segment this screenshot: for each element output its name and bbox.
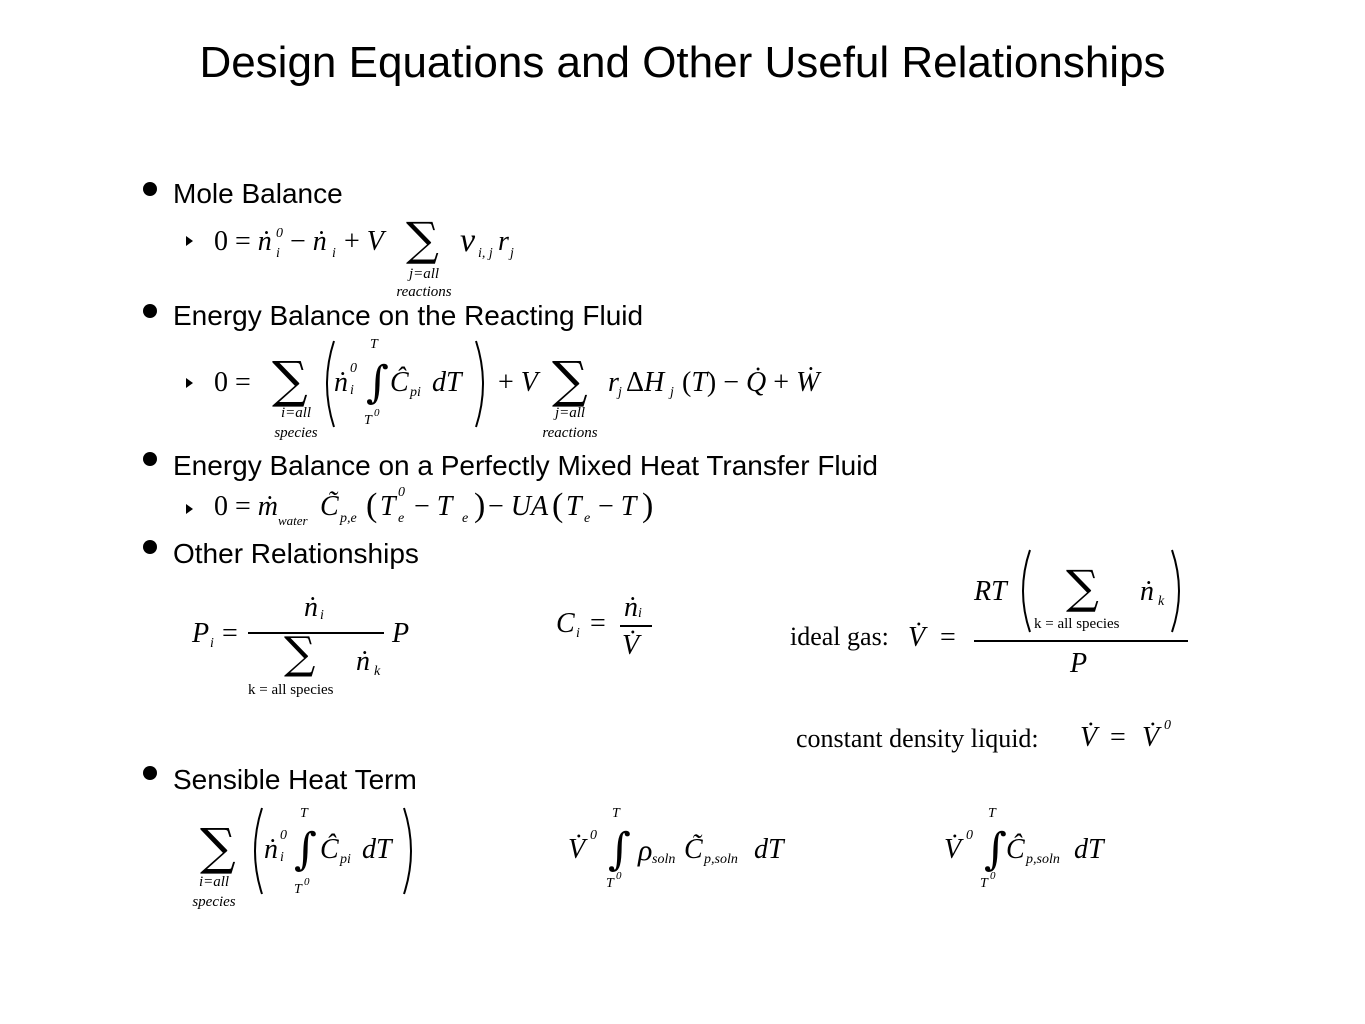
bullet-dot: [143, 452, 157, 466]
sum-limit-reactions: reactions: [396, 284, 452, 300]
ideal-gas-equation: ideal gas: V̇ = RT ∑ k = all species ṅ k…: [790, 548, 1190, 688]
right-paren: [1171, 549, 1180, 633]
bullet-energy-reacting-fluid: Energy Balance on the Reacting Fluid: [173, 300, 644, 331]
right-paren: [475, 340, 484, 428]
sub-bullet-arrow: [186, 236, 193, 246]
subscript-p-soln: p,soln: [1026, 852, 1060, 867]
subscript-p-soln: p,soln: [704, 852, 738, 867]
bullet-mole-balance: Mole Balance: [173, 178, 343, 209]
right-paren: [403, 807, 412, 895]
sum-limit-species: species: [274, 425, 318, 441]
left-paren: [1022, 549, 1031, 633]
energy-balance-equation: 0 = ∑ i=all species ṅ 0 i ∫ T T 0 Ĉ pi d…: [214, 337, 820, 441]
constant-density-label: constant density liquid:: [796, 724, 1039, 753]
constant-density-equation: constant density liquid: V̇ = V̇ 0: [796, 718, 1171, 753]
bullet-dot: [143, 540, 157, 554]
sensible-heat-density-equation: V̇ 0 ∫ T T 0 ρ soln C̃ p,soln dT: [568, 806, 784, 891]
heat-transfer-fluid-equation: 0 = ṁ water C̃ p,e ( T 0 e − T e ) − UA …: [214, 485, 654, 528]
subscript-soln: soln: [652, 852, 676, 867]
left-paren: [326, 340, 335, 428]
sum-limit-j: j=all: [554, 405, 586, 421]
subscript-water: water: [278, 513, 308, 528]
sum-limit-j: j=all: [408, 266, 440, 282]
bullet-other-relationships: Other Relationships: [173, 538, 419, 569]
partial-pressure-equation: P i = ṅ i ∑ ṅ k k = all species P: [192, 592, 410, 698]
left-paren: [254, 807, 263, 895]
mole-balance-equation: 0 = ṅ 0 i − ṅ i + V ∑ ν i, j r j j=all r…: [214, 212, 514, 300]
bullet-dot: [143, 766, 157, 780]
sum-limit-i: i=all: [280, 405, 312, 421]
sum-limit-reactions: reactions: [542, 425, 598, 441]
sub-bullet-arrow: [186, 504, 193, 514]
sum-limit-i: i=all: [198, 874, 230, 890]
sensible-heat-sum-equation: ∑ i=all species ṅ 0 i ∫ T T 0 Ĉ pi dT: [190, 802, 430, 922]
ideal-gas-label: ideal gas:: [790, 622, 889, 651]
sensible-heat-volume-equation: V̇ 0 ∫ T T 0 Ĉ p,soln dT: [944, 806, 1104, 891]
sum-limit-k-all-species: k = all species: [248, 682, 334, 698]
concentration-equation: C i = ṅ i V̇: [556, 592, 656, 672]
sum-limit-k-all-species: k = all species: [1034, 616, 1120, 632]
bullet-sensible-heat-term: Sensible Heat Term: [173, 764, 417, 795]
page-title: Design Equations and Other Useful Relati…: [199, 38, 1166, 87]
bullet-dot: [143, 182, 157, 196]
sub-bullet-arrow: [186, 378, 193, 388]
bullet-energy-heat-transfer-fluid: Energy Balance on a Perfectly Mixed Heat…: [173, 450, 879, 481]
sum-limit-species: species: [192, 894, 236, 910]
bullet-dot: [143, 304, 157, 318]
